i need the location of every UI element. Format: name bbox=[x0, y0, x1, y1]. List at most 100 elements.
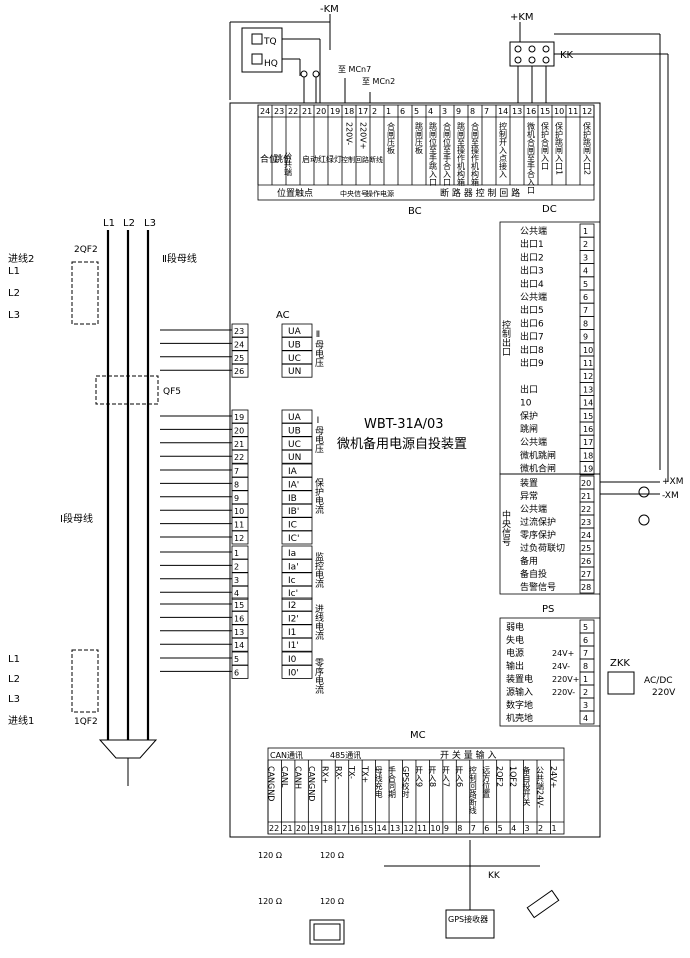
ps-row-sublabel: 220V+ bbox=[552, 675, 579, 684]
mc-col-num: 6 bbox=[484, 824, 489, 833]
bc-label-trip_plate: 跳闸压板 bbox=[415, 121, 424, 155]
zkk-label: ZKK bbox=[610, 658, 630, 669]
bc-label-common: 公共端 bbox=[284, 152, 293, 177]
mc-485-title: 485通讯 bbox=[330, 750, 361, 760]
ac-signal-box bbox=[281, 637, 313, 652]
dc-terminal-box bbox=[579, 461, 595, 476]
red-lamp-icon bbox=[300, 70, 308, 78]
termination-resistor-label: 120 Ω bbox=[258, 851, 282, 860]
mc-col-num: 7 bbox=[471, 824, 476, 833]
cs-terminal-num: 26 bbox=[581, 557, 591, 566]
mc-col-label: CANL bbox=[280, 766, 289, 788]
bc-group-cbctrl: 断 路 器 控 制 回 路 bbox=[440, 187, 520, 199]
gps-label: GPS接收器 bbox=[448, 914, 488, 924]
ac-terminal-num: 12 bbox=[234, 534, 244, 543]
bc-terminal-num: 8 bbox=[470, 107, 475, 116]
dc-terminal-num: 18 bbox=[583, 451, 593, 460]
bus-l2: L2 bbox=[123, 218, 135, 229]
cs-row-label: 装置 bbox=[520, 477, 538, 489]
dc-row-label: 出口 bbox=[520, 383, 538, 395]
ac-signal-label: I1' bbox=[288, 641, 299, 651]
bc-terminal-num: 19 bbox=[330, 107, 340, 116]
ac-signal-label: I2' bbox=[288, 614, 299, 624]
mc-col-label: TX- bbox=[347, 765, 356, 779]
ac-signal-label: I0' bbox=[288, 668, 299, 678]
ac-signal-label: UB bbox=[288, 426, 301, 436]
mc-col-label: 开入7 bbox=[441, 766, 450, 787]
dc-row-label: 10 bbox=[520, 399, 532, 409]
ps-row-label: 弱电 bbox=[506, 621, 524, 633]
dc-row-label: 出口5 bbox=[520, 304, 544, 316]
primary-area: L1 L2 L3 Ⅱ段母线 Ⅰ段母线 进线2 进线1 2QF2 1QF2 QF5… bbox=[8, 218, 197, 786]
bc-terminal-num: 22 bbox=[288, 107, 298, 116]
dc-terminal-num: 4 bbox=[583, 267, 588, 276]
dc-row-label: 微机跳闸 bbox=[520, 449, 556, 461]
supply-area: -KM +KM TQ HQ 至 MCn7 至 MCn2 KK bbox=[229, 4, 669, 482]
ac-terminal-num: 1 bbox=[234, 549, 239, 558]
mc-col-num: 9 bbox=[444, 824, 449, 833]
mc-col-num: 15 bbox=[363, 824, 373, 833]
ac-terminal-num: 3 bbox=[234, 576, 239, 585]
breaker-qf5-label: QF5 bbox=[163, 387, 181, 397]
ac-signal-label: UA bbox=[288, 327, 302, 337]
dc-title: DC bbox=[542, 204, 557, 215]
bus-l1: L1 bbox=[103, 218, 115, 229]
mcn2-label: 至 MCn2 bbox=[362, 77, 395, 86]
zkk-switch bbox=[607, 671, 635, 695]
bc-title: BC bbox=[408, 206, 422, 217]
ac-terminal-num: 4 bbox=[234, 589, 239, 598]
ps-terminal-num: 1 bbox=[583, 675, 588, 684]
ac-signal-label: I2 bbox=[288, 601, 296, 611]
bc-terminal-num: 20 bbox=[316, 107, 326, 116]
mc-col-num: 10 bbox=[430, 824, 440, 833]
dc-terminal-num: 2 bbox=[583, 240, 588, 249]
incoming1-phase-label: L2 bbox=[8, 674, 20, 685]
ac-signal-label: UB bbox=[288, 340, 301, 350]
ac-signal-label: UN bbox=[288, 367, 301, 377]
mc-col-label: CANGND bbox=[267, 766, 276, 801]
ac-title: AC bbox=[276, 310, 290, 321]
ac-terminal-num: 20 bbox=[234, 426, 244, 435]
dc-row-label: 出口3 bbox=[520, 265, 544, 277]
breaker-1qf2 bbox=[71, 649, 99, 713]
mc-col-num: 8 bbox=[457, 824, 462, 833]
cs-row-label: 备用 bbox=[520, 555, 538, 567]
ps-terminal-num: 6 bbox=[583, 636, 588, 645]
mc-col-label: 控制回路断线 bbox=[468, 765, 477, 814]
dc-terminal-num: 9 bbox=[583, 333, 588, 342]
ps-row-sublabel: 24V- bbox=[552, 662, 570, 671]
mc-col-num: 3 bbox=[525, 824, 530, 833]
bc-terminal-num: 10 bbox=[554, 107, 564, 116]
ps-row-sublabel: 24V+ bbox=[552, 649, 574, 658]
mc-col-num: 19 bbox=[309, 824, 319, 833]
mc-di-title: 开 关 量 输 入 bbox=[440, 749, 496, 761]
mc-title: MC bbox=[410, 730, 426, 741]
mc-col-label: 开入9 bbox=[414, 766, 423, 787]
dc-terminal-num: 1 bbox=[583, 227, 588, 236]
ac-signal-label: UA bbox=[288, 413, 302, 423]
transformer-icon bbox=[98, 739, 158, 759]
cs-row-label: 异常 bbox=[520, 490, 538, 502]
ac-signal-label: IC bbox=[288, 521, 297, 531]
ac-terminal-num: 11 bbox=[234, 521, 244, 530]
ac-signal-label: UN bbox=[288, 453, 301, 463]
bc-terminal-num: 2 bbox=[372, 107, 377, 116]
ac-signal-label: UC bbox=[288, 354, 301, 364]
ac-signal-label: IA bbox=[288, 467, 298, 477]
bc-terminal-num: 5 bbox=[414, 107, 419, 116]
ps-row-label: 装置电 bbox=[506, 673, 533, 685]
bc-terminal-num: 1 bbox=[386, 107, 391, 116]
bc-label-prot_trip1: 保护跳闸入口1 bbox=[555, 121, 564, 175]
bc-terminal-num: 4 bbox=[428, 107, 433, 116]
dc-row-label: 公共端 bbox=[520, 436, 547, 448]
ac-terminal-num: 5 bbox=[234, 655, 239, 664]
central-section-label: 中央信号 bbox=[500, 509, 511, 547]
ac-signal-box bbox=[281, 597, 313, 612]
ac-signal-label: Ia bbox=[288, 549, 296, 559]
mc-block: MC CAN通讯 485通讯 开 关 量 输 入 CANGND22CANL21C… bbox=[258, 730, 565, 945]
dc-terminal-num: 12 bbox=[583, 372, 593, 381]
satellite-icon bbox=[526, 889, 560, 919]
cs-terminal-num: 22 bbox=[581, 505, 591, 514]
ac-group-bus2_v: Ⅱ母电压 bbox=[313, 330, 324, 368]
